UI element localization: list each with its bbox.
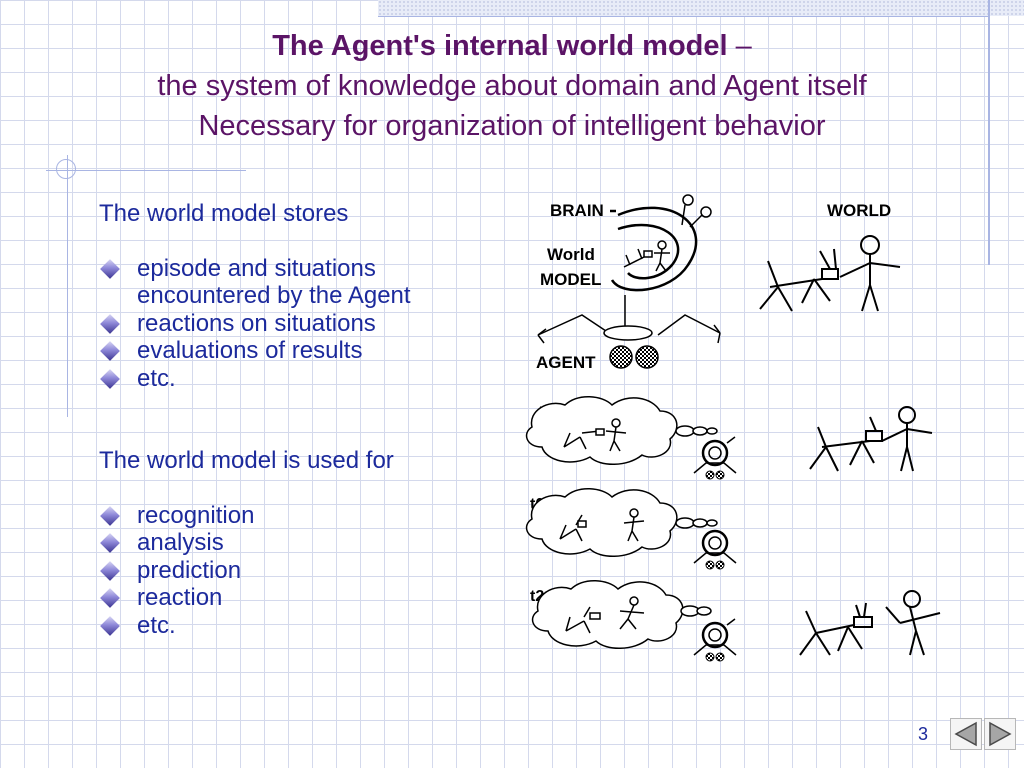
slide-title: The Agent's internal world model – the s… bbox=[40, 26, 984, 146]
thought-cloud-icon bbox=[525, 488, 718, 557]
decoration-line bbox=[988, 0, 990, 265]
brain-label: BRAIN bbox=[550, 201, 604, 220]
world-model-label-2: MODEL bbox=[540, 270, 601, 289]
used-for-list: recognition analysis prediction reaction… bbox=[99, 502, 519, 640]
world-model-diagram: BRAIN World MODEL WORLD AGENT t1 t0<t1 t… bbox=[525, 194, 941, 662]
title-line-1: The Agent's internal world model – bbox=[40, 26, 984, 66]
title-dash: – bbox=[727, 30, 752, 62]
diamond-bullet-icon bbox=[100, 258, 120, 279]
decoration-line bbox=[46, 170, 246, 171]
world-scene-icon bbox=[809, 406, 933, 472]
list-item: reactions on situations bbox=[99, 310, 519, 338]
stores-list: episode and situations encountered by th… bbox=[99, 255, 519, 393]
agent-head-icon bbox=[693, 436, 737, 480]
world-model-label-1: World bbox=[547, 245, 595, 264]
title-bold: The Agent's internal world model bbox=[272, 30, 728, 62]
list-item: episode and situations encountered by th… bbox=[99, 255, 477, 310]
world-scene-icon bbox=[799, 590, 941, 656]
next-slide-button[interactable] bbox=[984, 718, 1016, 750]
stores-heading: The world model stores bbox=[99, 200, 349, 227]
subtitle-line-2: Necessary for organization of intelligen… bbox=[198, 110, 826, 142]
list-item: evaluations of results bbox=[99, 337, 519, 365]
world-label: WORLD bbox=[827, 201, 891, 220]
diamond-bullet-icon bbox=[100, 533, 120, 553]
used-for-heading: The world model is used for bbox=[99, 447, 394, 474]
agent-head-icon bbox=[693, 618, 737, 662]
diamond-bullet-icon bbox=[100, 615, 120, 636]
brain-spiral-icon bbox=[610, 206, 698, 292]
diamond-bullet-icon bbox=[100, 588, 120, 608]
decoration-circle-icon bbox=[56, 159, 76, 179]
thought-cloud-icon bbox=[531, 580, 712, 649]
diamond-bullet-icon bbox=[100, 560, 120, 581]
list-item: etc. bbox=[99, 612, 519, 640]
list-item: analysis bbox=[99, 529, 519, 557]
agent-label: AGENT bbox=[536, 353, 596, 372]
subtitle-line-1: the system of knowledge about domain and… bbox=[157, 70, 867, 102]
list-item: reaction bbox=[99, 584, 519, 612]
agent-head-icon bbox=[693, 529, 737, 570]
thought-cloud-icon bbox=[525, 396, 718, 465]
model-scene-icon bbox=[623, 240, 670, 272]
diamond-bullet-icon bbox=[100, 341, 120, 361]
diamond-bullet-icon bbox=[100, 313, 120, 334]
list-item: recognition bbox=[99, 502, 519, 530]
decoration-line bbox=[67, 155, 68, 417]
top-decoration-band bbox=[378, 0, 1024, 16]
list-item: etc. bbox=[99, 365, 519, 393]
antenna-icon bbox=[681, 194, 712, 228]
diamond-bullet-icon bbox=[100, 505, 120, 526]
decoration-line bbox=[378, 16, 990, 17]
previous-slide-button[interactable] bbox=[950, 718, 982, 750]
world-scene-icon bbox=[759, 235, 901, 312]
agent-body-icon bbox=[537, 295, 721, 369]
list-item: prediction bbox=[99, 557, 519, 585]
triangle-left-icon bbox=[954, 721, 977, 747]
diamond-bullet-icon bbox=[100, 368, 120, 389]
triangle-right-icon bbox=[989, 721, 1012, 747]
page-number: 3 bbox=[918, 724, 929, 744]
text-column: The world model stores episode and situa… bbox=[99, 200, 519, 639]
